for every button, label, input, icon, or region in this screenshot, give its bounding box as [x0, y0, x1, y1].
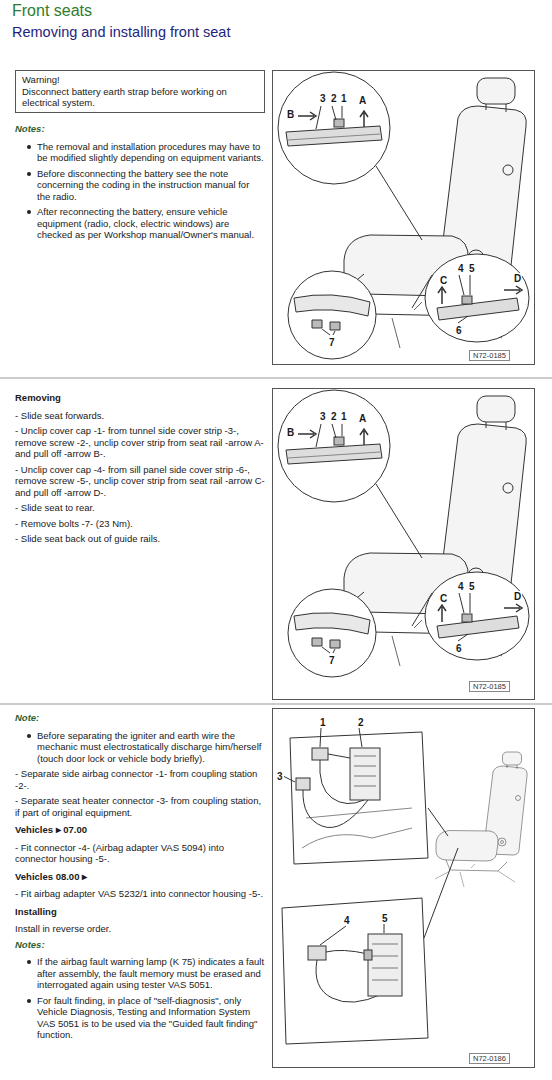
callout-number: 3 [276, 771, 284, 782]
vehicle-heading: Vehicles ▸ 07.00 [15, 824, 265, 836]
bullet-note: For fault finding, in place of "self-dia… [25, 995, 265, 1041]
procedure-step: - Separate side airbag connector -1- fro… [15, 768, 265, 791]
figure-panel: 1 2 3 4 5N72-0186 [272, 708, 535, 1068]
callout-number: 6 [455, 325, 463, 336]
callout-number: 5 [468, 581, 476, 592]
procedure-step: - Separate seat heater connector -3- fro… [15, 795, 265, 818]
callout-number: D [513, 591, 522, 602]
bullet-note: If the airbag fault warning lamp (K 75) … [25, 956, 265, 991]
procedure-step: - Remove bolts -7- (23 Nm). [15, 518, 265, 530]
callout-number: B [286, 427, 295, 438]
bullet-note: The removal and installation procedures … [25, 141, 265, 164]
figure-panel: B 321A C45D 6 7N72-0185 [272, 388, 535, 700]
callout-number: 6 [455, 643, 463, 654]
callout-number: 1 [340, 93, 348, 104]
callout-number: 4 [457, 263, 465, 274]
callout-number: 1 [319, 717, 327, 728]
callout-number: 7 [328, 655, 336, 666]
callout-number: A [358, 413, 367, 424]
procedure-step: - Fit connector -4- (Airbag adapter VAS … [15, 842, 265, 865]
callout-number: A [358, 95, 367, 106]
text-column: Note: Before separating the igniter and e… [15, 708, 265, 1045]
figure-code: N72-0185 [469, 350, 510, 361]
section-heading: Removing [15, 392, 265, 404]
callout-number: 5 [381, 913, 389, 924]
notes-heading: Notes: [15, 123, 265, 135]
procedure-step: - Unclip cover cap -1- from tunnel side … [15, 425, 265, 460]
callout-number: C [439, 593, 448, 604]
callout-number: D [513, 273, 522, 284]
callout-number: 2 [357, 717, 365, 728]
figure-code: N72-0186 [469, 1053, 510, 1064]
section-heading: Installing [15, 906, 265, 918]
callout-number: 1 [340, 411, 348, 422]
procedure-step: - Slide seat back out of guide rails. [15, 533, 265, 545]
bullet-note: After reconnecting the battery, ensure v… [25, 206, 265, 241]
callout-number: 2 [330, 93, 338, 104]
procedure-step: Install in reverse order. [15, 923, 265, 935]
procedure-step: - Slide seat forwards. [15, 410, 265, 422]
text-column: Removing - Slide seat forwards. - Unclip c… [15, 386, 265, 549]
bullet-note: Before separating the igniter and earth … [25, 730, 265, 765]
procedure-step: - Slide seat to rear. [15, 502, 265, 514]
callout-number: 4 [457, 581, 465, 592]
callout-number: 5 [468, 263, 476, 274]
seat-illustration [272, 388, 535, 700]
warning-heading: Warning! [22, 74, 258, 86]
notes-heading: Notes: [15, 939, 265, 951]
procedure-step: - Unclip cover cap -4- from sill panel s… [15, 464, 265, 499]
callout-number: 3 [319, 93, 327, 104]
notes-heading: Note: [15, 712, 265, 724]
airbag-wiring-illustration [272, 708, 535, 1068]
warning-box: Warning!Disconnect battery earth strap b… [15, 70, 265, 113]
bullet-note: Before disconnecting the battery see the… [25, 168, 265, 203]
page-title: Front seats [12, 2, 92, 20]
text-column: Notes: The removal and installation proce… [15, 119, 265, 245]
callout-number: 3 [319, 411, 327, 422]
callout-number: 7 [328, 337, 336, 348]
warning-text: Disconnect battery earth strap before wo… [22, 86, 258, 109]
callout-number: 4 [343, 915, 351, 926]
callout-number: 2 [330, 411, 338, 422]
page-subtitle: Removing and installing front seat [12, 24, 230, 40]
callout-number: B [286, 109, 295, 120]
figure-panel: B 321A C45D 6 7N72-0185 [272, 70, 535, 365]
figure-code: N72-0185 [469, 681, 510, 692]
procedure-step: - Fit airbag adapter VAS 5232/1 into con… [15, 888, 265, 900]
seat-illustration [272, 70, 535, 365]
callout-number: C [439, 275, 448, 286]
vehicle-heading: Vehicles 08.00 ▸ [15, 871, 265, 883]
